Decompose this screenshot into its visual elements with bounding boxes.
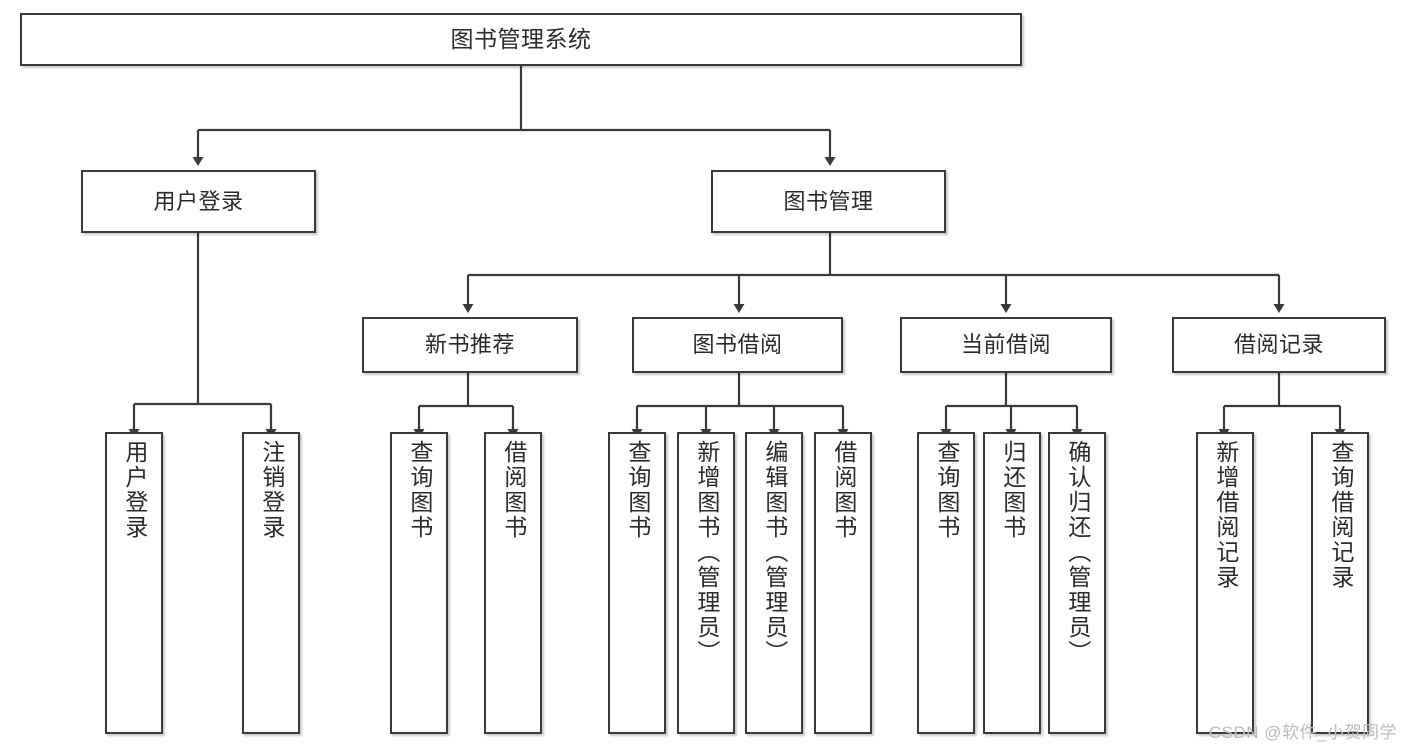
node-leaf-logout-login-label: 注销登录 — [258, 440, 285, 540]
node-leaf-add-record[interactable]: 新增借阅记录 — [1196, 432, 1254, 734]
node-leaf-query-record-label: 查询借阅记录 — [1327, 440, 1354, 590]
node-leaf-borrow-book-2-label: 借阅图书 — [830, 440, 857, 540]
node-leaf-query-book-3-label: 查询图书 — [933, 440, 960, 540]
node-book-borrow[interactable]: 图书借阅 — [632, 317, 843, 373]
node-root[interactable]: 图书管理系统 — [20, 13, 1022, 66]
node-leaf-query-record[interactable]: 查询借阅记录 — [1311, 432, 1369, 734]
node-current-borrow-label: 当前借阅 — [960, 332, 1051, 357]
node-leaf-borrow-book-1[interactable]: 借阅图书 — [484, 432, 542, 734]
node-leaf-confirm-return[interactable]: 确认归还（管理员） — [1048, 432, 1106, 734]
node-leaf-add-record-label: 新增借阅记录 — [1212, 440, 1239, 590]
node-current-borrow[interactable]: 当前借阅 — [900, 317, 1112, 373]
node-borrow-record[interactable]: 借阅记录 — [1172, 317, 1386, 373]
node-root-label: 图书管理系统 — [450, 26, 592, 52]
node-leaf-query-book-2[interactable]: 查询图书 — [608, 432, 666, 734]
node-leaf-borrow-book-1-label: 借阅图书 — [500, 440, 527, 540]
node-user-login[interactable]: 用户登录 — [81, 170, 316, 233]
node-leaf-edit-book-label: 编辑图书（管理员） — [761, 440, 788, 665]
node-leaf-confirm-return-label: 确认归还（管理员） — [1064, 440, 1091, 665]
node-leaf-edit-book[interactable]: 编辑图书（管理员） — [745, 432, 803, 734]
node-leaf-logout-login[interactable]: 注销登录 — [242, 432, 300, 734]
node-book-manage[interactable]: 图书管理 — [711, 170, 946, 233]
node-user-login-label: 用户登录 — [153, 188, 244, 214]
node-leaf-return-book-label: 归还图书 — [999, 440, 1026, 540]
node-leaf-user-login[interactable]: 用户登录 — [105, 432, 163, 734]
node-borrow-record-label: 借阅记录 — [1233, 332, 1324, 357]
node-leaf-query-book-2-label: 查询图书 — [624, 440, 651, 540]
node-leaf-query-book-1[interactable]: 查询图书 — [390, 432, 448, 734]
node-leaf-add-book-label: 新增图书（管理员） — [693, 440, 720, 665]
node-leaf-borrow-book-2[interactable]: 借阅图书 — [814, 432, 872, 734]
node-leaf-query-book-3[interactable]: 查询图书 — [917, 432, 975, 734]
watermark: CSDN @软件_小贺同学 — [1208, 723, 1397, 742]
node-leaf-query-book-1-label: 查询图书 — [406, 440, 433, 540]
node-leaf-user-login-label: 用户登录 — [121, 440, 148, 540]
node-new-book-recommend[interactable]: 新书推荐 — [362, 317, 578, 373]
node-book-manage-label: 图书管理 — [783, 188, 874, 214]
node-leaf-return-book[interactable]: 归还图书 — [983, 432, 1041, 734]
node-leaf-add-book[interactable]: 新增图书（管理员） — [677, 432, 735, 734]
node-book-borrow-label: 图书借阅 — [692, 332, 783, 357]
node-new-book-recommend-label: 新书推荐 — [424, 332, 515, 357]
